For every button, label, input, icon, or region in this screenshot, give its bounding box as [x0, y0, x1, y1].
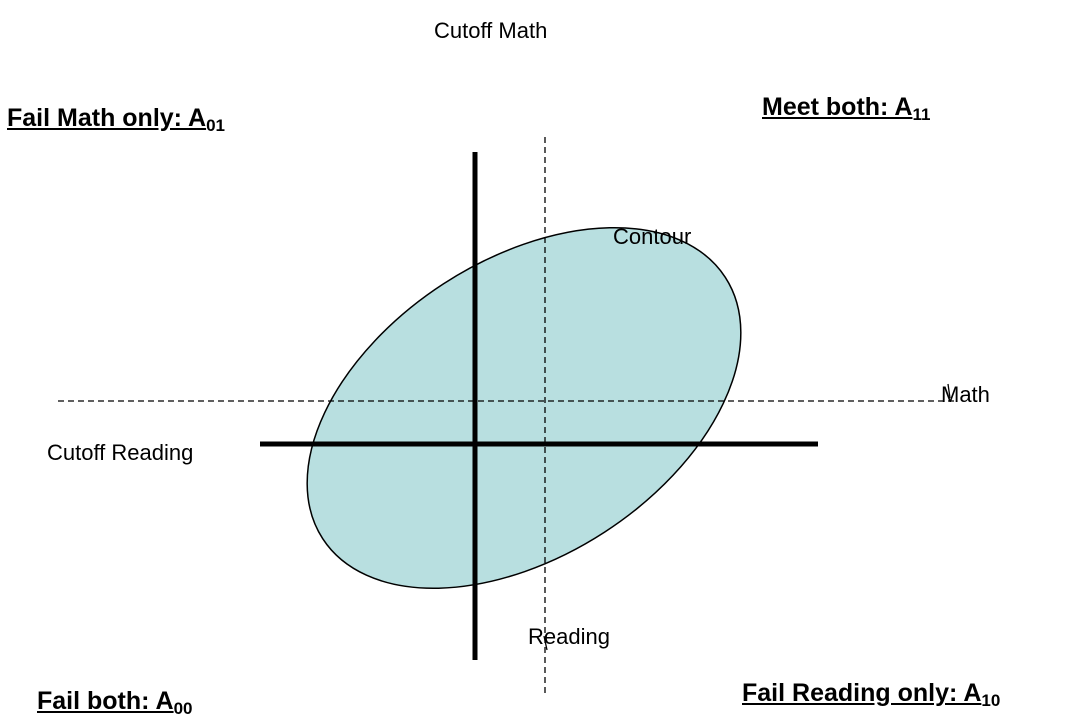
contour-label: Contour	[613, 224, 692, 249]
meet-both-label: Meet both: A11	[762, 93, 931, 124]
cutoff-reading-label: Cutoff Reading	[47, 440, 194, 465]
fail-reading-only-label: Fail Reading only: A10	[742, 679, 1001, 710]
math-label: Math	[941, 382, 990, 407]
cutoff-math-label: Cutoff Math	[434, 18, 548, 43]
reading-label: Reading	[528, 624, 610, 649]
fail-math-only-label: Fail Math only: A01	[7, 104, 225, 135]
math-label-stem	[947, 383, 951, 399]
fail-both-label: Fail both: A00	[37, 687, 193, 718]
contour-ellipse	[306, 226, 742, 590]
reading-label-stem	[543, 635, 548, 651]
